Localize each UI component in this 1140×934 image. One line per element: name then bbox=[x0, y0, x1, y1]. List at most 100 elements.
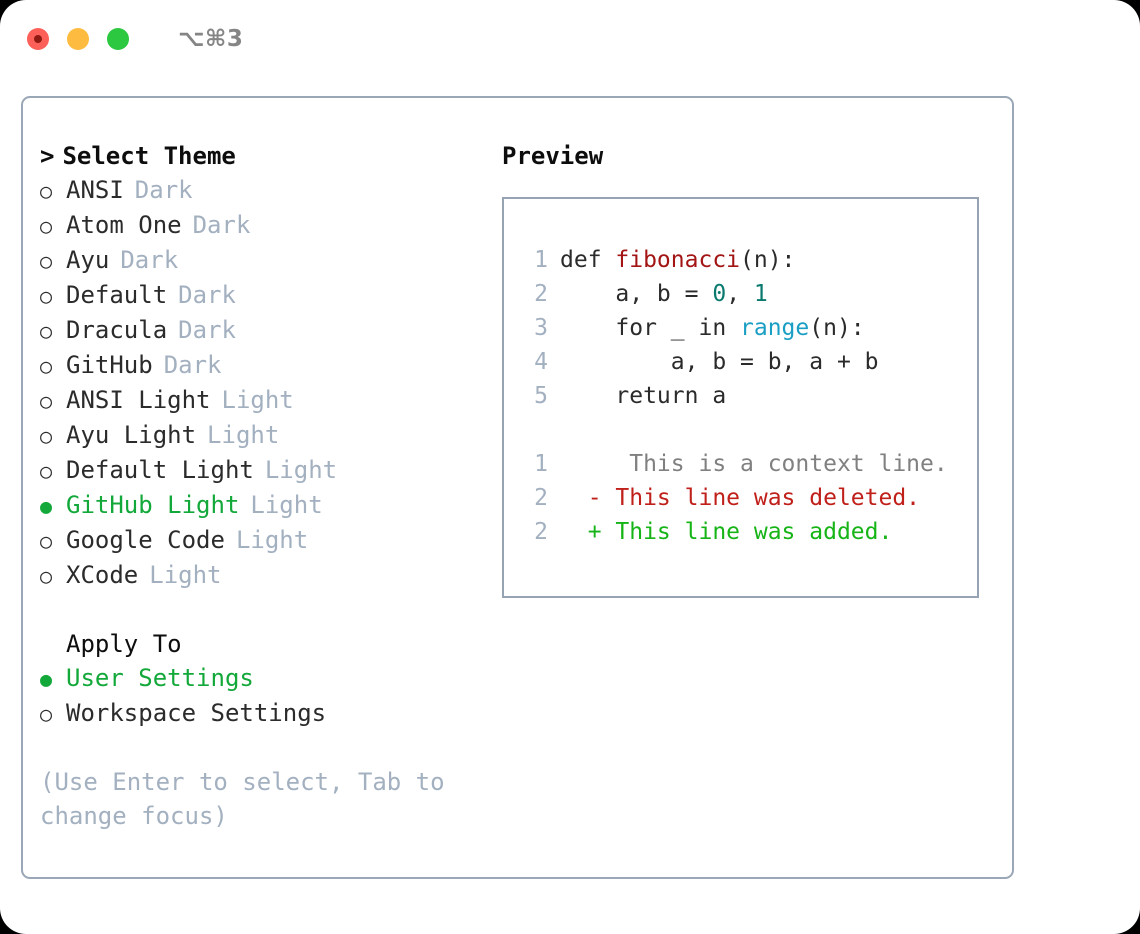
theme-option-default[interactable]: ○ Default Dark bbox=[40, 278, 510, 313]
diff-line-text: - This line was deleted. bbox=[560, 485, 921, 511]
theme-option-atom-one[interactable]: ○ Atom One Dark bbox=[40, 208, 510, 243]
radio-unselected-icon: ○ bbox=[40, 389, 53, 413]
apply-to-heading: Apply To bbox=[66, 630, 182, 658]
apply-to-option-user-settings[interactable]: ● User Settings bbox=[40, 661, 510, 696]
theme-option-kind: Dark bbox=[192, 211, 251, 239]
line-number: 2 bbox=[534, 485, 548, 511]
radio-selected-icon: ● bbox=[40, 667, 53, 691]
theme-option-label: Default Light bbox=[66, 456, 254, 484]
apply-to-option-label: Workspace Settings bbox=[66, 699, 327, 727]
title-bar: ⌥⌘3 bbox=[0, 0, 1140, 78]
radio-unselected-icon: ○ bbox=[40, 284, 53, 308]
theme-option-label: XCode bbox=[66, 561, 139, 589]
code-token-plain: def bbox=[560, 247, 616, 273]
theme-option-label: ANSI bbox=[66, 176, 124, 204]
maximize-button-icon[interactable] bbox=[107, 28, 129, 50]
theme-option-label: ANSI Light bbox=[66, 386, 211, 414]
code-line: 2 a, b = 0, 1 bbox=[522, 277, 977, 311]
code-line-text: a, b = 0, 1 bbox=[560, 277, 767, 311]
theme-option-ansi[interactable]: ○ ANSI Dark bbox=[40, 173, 510, 208]
radio-unselected-icon: ○ bbox=[40, 319, 53, 343]
code-token-plain: for _ in bbox=[560, 315, 741, 341]
theme-option-default-light[interactable]: ○ Default Light Light bbox=[40, 453, 510, 488]
theme-option-label: Google Code bbox=[66, 526, 225, 554]
code-line-text: for _ in range(n): bbox=[560, 311, 864, 345]
close-button-icon[interactable] bbox=[27, 28, 49, 50]
code-token-call: range bbox=[740, 315, 810, 341]
code-line-text: return a bbox=[560, 379, 726, 413]
preview-title: Preview bbox=[502, 142, 604, 170]
radio-unselected-icon: ○ bbox=[40, 459, 53, 483]
code-line: 3 for _ in range(n): bbox=[522, 311, 977, 345]
theme-option-xcode[interactable]: ○ XCode Light bbox=[40, 558, 510, 593]
code-token-plain: , bbox=[726, 281, 754, 307]
code-line: 5 return a bbox=[522, 379, 977, 413]
code-token-fn: fibonacci bbox=[615, 247, 741, 273]
prompt-caret-icon: > bbox=[40, 142, 55, 170]
diff-sample: 1 This is a context line.2 - This line w… bbox=[522, 447, 977, 549]
theme-option-label: Ayu bbox=[66, 246, 110, 274]
theme-option-kind: Dark bbox=[120, 246, 179, 274]
diff-line-add: 2 + This line was added. bbox=[522, 515, 977, 549]
theme-option-kind: Dark bbox=[178, 281, 236, 309]
line-number: 3 bbox=[534, 315, 548, 341]
theme-option-kind: Light bbox=[221, 386, 294, 414]
theme-option-kind: Light bbox=[250, 491, 323, 519]
theme-option-label: Ayu Light bbox=[66, 421, 197, 449]
code-token-plain: a, b = bbox=[560, 281, 713, 307]
apply-to-option-workspace-settings[interactable]: ○Workspace Settings bbox=[40, 696, 510, 731]
code-token-plain: a, b = b, a + b bbox=[560, 349, 879, 375]
radio-unselected-icon: ○ bbox=[40, 249, 53, 273]
theme-option-label: Atom One bbox=[66, 211, 182, 239]
page-title-text: Select Theme bbox=[62, 142, 236, 170]
code-line-text: a, b = b, a + b bbox=[560, 345, 879, 379]
theme-option-kind: Light bbox=[149, 561, 222, 589]
keyboard-shortcut-label: ⌥⌘3 bbox=[178, 26, 244, 52]
page-title: >Select Theme bbox=[40, 139, 510, 173]
minimize-button-icon[interactable] bbox=[67, 28, 89, 50]
keyboard-hint: (Use Enter to select, Tab to change focu… bbox=[40, 768, 460, 830]
radio-unselected-icon: ○ bbox=[40, 179, 53, 203]
line-number: 5 bbox=[534, 383, 548, 409]
code-line: 4 a, b = b, a + b bbox=[522, 345, 977, 379]
diff-line-del: 2 - This line was deleted. bbox=[522, 481, 977, 515]
line-number: 2 bbox=[534, 519, 548, 545]
theme-option-ayu[interactable]: ○ Ayu Dark bbox=[40, 243, 510, 278]
theme-option-kind: Light bbox=[264, 456, 338, 484]
apply-to-option-label: User Settings bbox=[66, 664, 254, 692]
theme-option-kind: Light bbox=[235, 526, 309, 554]
theme-option-kind: Dark bbox=[163, 351, 222, 379]
radio-unselected-icon: ○ bbox=[40, 354, 53, 378]
code-token-num: 0 bbox=[712, 281, 727, 307]
theme-option-kind: Dark bbox=[178, 316, 236, 344]
radio-selected-icon: ● bbox=[40, 494, 53, 518]
theme-option-kind: Dark bbox=[134, 176, 193, 204]
code-line-text: def fibonacci(n): bbox=[560, 243, 795, 277]
theme-option-label: Default bbox=[66, 281, 168, 309]
radio-unselected-icon: ○ bbox=[40, 564, 53, 588]
radio-unselected-icon: ○ bbox=[40, 214, 53, 238]
theme-option-kind: Light bbox=[207, 421, 280, 449]
diff-line-text: + This line was added. bbox=[560, 519, 893, 545]
window-controls bbox=[27, 28, 129, 50]
apply-to-list: ● User Settings ○Workspace Settings bbox=[40, 661, 510, 731]
theme-option-ansi-light[interactable]: ○ ANSI Light Light bbox=[40, 383, 510, 418]
radio-unselected-icon: ○ bbox=[40, 424, 53, 448]
theme-option-github-light[interactable]: ● GitHub Light Light bbox=[40, 488, 510, 523]
line-number: 1 bbox=[534, 451, 548, 477]
theme-option-label: GitHub Light bbox=[66, 491, 240, 519]
theme-option-ayu-light[interactable]: ○ Ayu Light Light bbox=[40, 418, 510, 453]
line-number: 4 bbox=[534, 349, 548, 375]
code-token-plain: return a bbox=[560, 383, 727, 409]
diff-line-ctx: 1 This is a context line. bbox=[522, 447, 977, 481]
